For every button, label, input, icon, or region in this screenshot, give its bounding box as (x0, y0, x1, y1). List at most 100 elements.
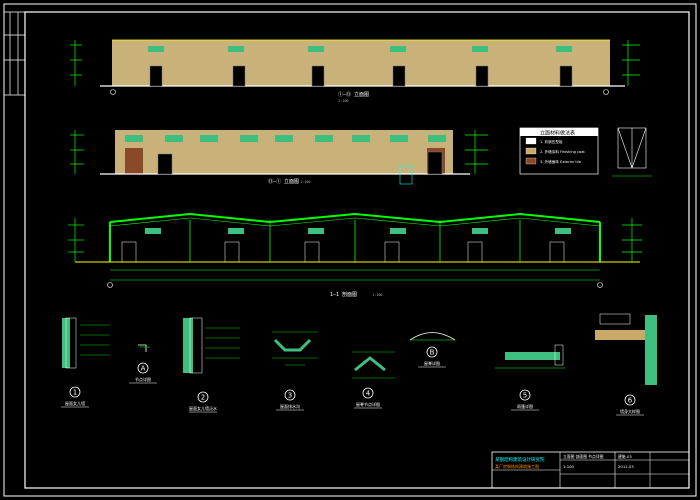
window (125, 135, 143, 142)
door (384, 241, 400, 263)
window (148, 46, 164, 52)
door (224, 241, 240, 263)
detail-1 (62, 317, 110, 369)
door (549, 241, 565, 263)
detail-number: 3 (288, 392, 292, 400)
detail-number: B (430, 349, 435, 357)
elevation-2-title: ⑬—① 立面图 (268, 178, 299, 185)
detail-title: 屋脊节点详图 (356, 401, 380, 407)
detail-title: 雨篷详图 (517, 403, 533, 409)
detail-title: 屋面女儿墙泛水 (189, 405, 217, 411)
window (228, 46, 244, 52)
detail-title: 墙身大样图 (620, 408, 640, 414)
door (311, 65, 325, 87)
window (308, 228, 324, 234)
axis-bubble (110, 89, 116, 95)
window (308, 46, 324, 52)
window (390, 135, 408, 142)
legend-swatch (525, 157, 537, 165)
door (121, 241, 137, 263)
detail-number-circle (362, 387, 374, 399)
title-block: 某钢结构建筑设计研究院 某厂房钢结构建筑施工图 立面图 剖面图 节点详图 1:1… (491, 451, 690, 489)
detail-4 (352, 351, 395, 379)
window (165, 135, 183, 142)
elevation-2-brown-panel (125, 148, 143, 174)
detail-number: 6 (628, 397, 633, 405)
legend-swatch (525, 137, 537, 145)
window-detail (612, 127, 652, 177)
detail-number: 4 (366, 390, 371, 398)
detail-number-circle (519, 389, 531, 401)
legend-title: 立面材料做法表 (540, 130, 575, 137)
detail-number-circle (624, 394, 636, 406)
axis-bubble (603, 89, 609, 95)
window (556, 46, 572, 52)
window (472, 46, 488, 52)
detail-title: 屋面排水沟 (280, 403, 300, 409)
detail-2 (183, 317, 240, 374)
window (200, 135, 218, 142)
section-scale: 1:100 (372, 293, 383, 297)
binding-strip (4, 11, 25, 96)
elevation-2: ⑬—① 立面图 1:100 (70, 130, 488, 185)
elevation-1-wall (112, 40, 610, 86)
drawing-border (24, 11, 690, 489)
title-block-scale: 1:100 (563, 464, 575, 469)
elevation-1: ①—⑬ 立面图 1:100 (70, 39, 640, 103)
window (352, 135, 370, 142)
detail-number: 2 (201, 394, 205, 402)
elevation-1-title: ①—⑬ 立面图 (338, 91, 369, 98)
legend-row-label: 1. 彩钢压型板 (540, 139, 563, 144)
legend-swatch (525, 147, 537, 155)
door (149, 65, 163, 87)
window (315, 135, 333, 142)
title-block-drawing-no: 建施-03 (618, 454, 632, 459)
door (157, 153, 173, 175)
detail-number: A (141, 365, 146, 373)
elevation-1-scale: 1:100 (338, 99, 349, 103)
section-title: 1—1 剖面图 (330, 291, 357, 298)
section-1-1: 1—1 剖面图 1:100 (68, 212, 642, 298)
window (240, 135, 258, 142)
window (228, 228, 244, 234)
window (145, 228, 161, 234)
title-block-date: 2012.03 (618, 464, 634, 469)
outer-frame (3, 3, 697, 497)
detail-B (409, 332, 456, 341)
door (427, 151, 443, 175)
detail-title: 屋脊详图 (424, 360, 440, 366)
detail-number-circle (197, 391, 209, 403)
detail-number-circle (284, 389, 296, 401)
legend-row-label: 3. 外墙面砖 Exterior tile (540, 159, 582, 164)
elevation-1-windows (148, 46, 572, 52)
legend-row-label: 2. 外墙涂料 Finishing coat (540, 149, 585, 154)
detail-number-circle (69, 386, 81, 398)
material-legend: 立面材料做法表 1. 彩钢压型板 2. 外墙涂料 Finishing coat 3.… (519, 127, 599, 175)
door (392, 65, 406, 87)
window (555, 228, 571, 234)
elevation-2-windows (125, 135, 446, 142)
door (304, 241, 320, 263)
window (390, 228, 406, 234)
door (559, 65, 573, 87)
detail-5 (495, 344, 565, 369)
detail-number-circle (137, 362, 149, 374)
title-block-company: 某钢结构建筑设计研究院 (495, 456, 545, 463)
title-block-project: 某厂房钢结构建筑施工图 (495, 463, 539, 469)
elevation-2-scale: 1:100 (300, 180, 311, 184)
detail-number-circle (426, 346, 438, 358)
door (475, 65, 489, 87)
detail-3 (272, 331, 318, 366)
detail-6 (595, 313, 657, 385)
window (275, 135, 293, 142)
roof-truss (109, 212, 601, 224)
detail-title: 屋面女儿墙 (65, 400, 85, 406)
elevation-1-doors (149, 65, 573, 87)
detail-title: 节点详图 (135, 376, 151, 382)
detail-A (138, 344, 150, 352)
detail-number: 5 (523, 392, 527, 400)
detail-callout (399, 165, 413, 185)
window (472, 228, 488, 234)
detail-number: 1 (73, 389, 77, 397)
